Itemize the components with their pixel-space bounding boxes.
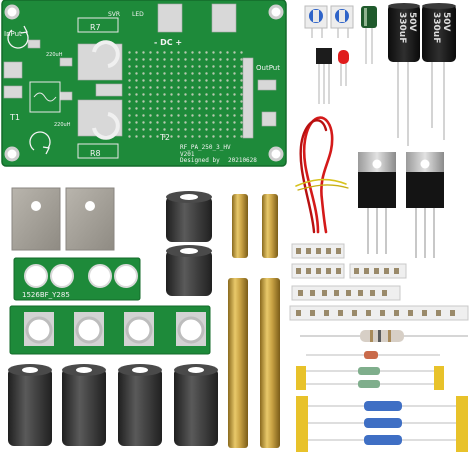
ferrite-tube-small-2 (166, 245, 212, 296)
label-board-name: RF_PA_250_3_HV (180, 144, 231, 151)
ferrite-tube-large-3 (118, 364, 162, 446)
label-designed-by: Designed by (180, 157, 220, 164)
mosfet-2 (406, 152, 444, 258)
ferrite-mount-pcb-1: 1526BF_Y285 (13, 257, 141, 301)
cap2-voltage: 50V (441, 12, 451, 32)
main-pcb: InPut OutPut - DC + RF_PA_250_3_HV V201 … (1, 0, 287, 167)
label-c1: 220uH (46, 52, 63, 58)
cap1-voltage: 50V (407, 12, 417, 32)
ferrite-pcb-label: 1526BF_Y285 (22, 291, 70, 299)
cap1-value: 330uF (397, 12, 407, 43)
taped-resistor-set-1 (296, 366, 444, 390)
label-c2: 220uH (54, 122, 71, 128)
label-power: - DC + (154, 38, 182, 47)
ferrite-tube-small-1 (166, 191, 212, 242)
label-t1: T1 (9, 113, 20, 122)
transistor-footprints (92, 40, 120, 140)
input-arrow-icon (7, 25, 51, 155)
label-t2: T2 (159, 133, 170, 142)
label-svr: SVR (108, 11, 120, 18)
power-wires (295, 116, 349, 234)
smd-tapes (289, 243, 469, 321)
label-r7: R7 (90, 23, 101, 32)
power-resistor (300, 330, 468, 342)
electrolytic-capacitor-1: 330uF 50V (388, 3, 420, 146)
insulator-pads (11, 187, 115, 251)
ferrite-mount-pcb-2 (9, 305, 211, 355)
trimmer-pot-2 (330, 5, 354, 38)
brass-tubes (228, 194, 280, 448)
resistor-footprints (77, 17, 119, 159)
ferrite-tubes-large (8, 364, 218, 446)
ferrite-tube-large-2 (62, 364, 106, 446)
ferrite-tube-large-1 (8, 364, 52, 446)
small-capacitor (361, 6, 377, 64)
label-output: OutPut (256, 64, 280, 72)
label-r8: R8 (90, 149, 101, 158)
trimmer-potentiometers (304, 5, 354, 38)
small-resistor-red (306, 351, 440, 359)
transformer-t1-footprint (29, 81, 61, 113)
small-transistor (316, 48, 332, 104)
cap2-value: 330uF (431, 12, 441, 43)
trimmer-pot-1 (304, 5, 328, 38)
red-led (338, 50, 349, 86)
ferrite-tube-large-4 (174, 364, 218, 446)
via-field (125, 48, 243, 140)
label-input: InPut (4, 30, 22, 38)
label-date: 20210628 (228, 157, 257, 164)
pcb-mounting-holes (4, 4, 284, 162)
mosfet-1 (358, 152, 396, 254)
label-version: V201 (180, 151, 195, 158)
label-led: LED (132, 11, 144, 18)
taped-resistor-set-2 (296, 396, 468, 452)
electrolytic-capacitor-2: 330uF 50V (422, 3, 456, 140)
